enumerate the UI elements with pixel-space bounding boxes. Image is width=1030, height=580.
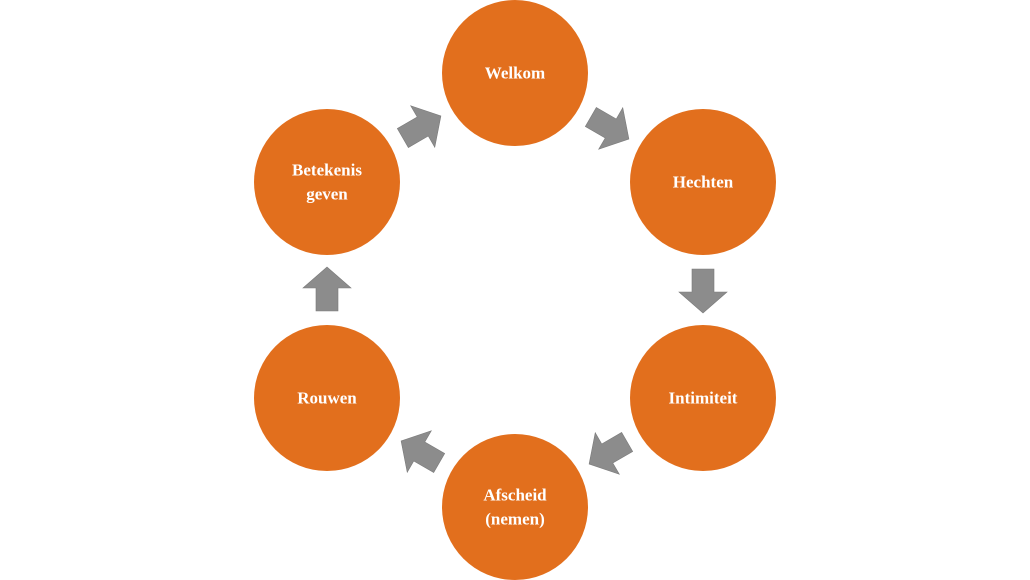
flow-arrow-hechten-to-intimiteit	[678, 268, 728, 314]
node-welkom: Welkom	[442, 0, 588, 146]
node-label: geven	[306, 185, 348, 204]
node-rouwen: Rouwen	[254, 325, 400, 471]
node-hechten: Hechten	[630, 109, 776, 255]
flow-arrow-rouwen-to-betekenis	[302, 266, 352, 312]
node-circle	[630, 109, 776, 255]
node-betekenis: Betekenis geven	[254, 109, 400, 255]
arrow-icon	[584, 106, 630, 150]
flow-arrow-welkom-to-hechten	[584, 106, 630, 150]
flow-arrow-intimiteit-to-afscheid	[588, 431, 634, 475]
node-circle	[630, 325, 776, 471]
flow-arrow-betekenis-to-welkom	[396, 105, 442, 149]
node-label: Hechten	[673, 173, 734, 192]
node-circle	[442, 0, 588, 146]
flow-arrow-afscheid-to-rouwen	[400, 430, 446, 474]
node-afscheid: Afscheid (nemen)	[442, 434, 588, 580]
node-label: (nemen)	[485, 510, 544, 529]
node-label: Afscheid	[483, 486, 547, 505]
node-circle	[442, 434, 588, 580]
node-label: Betekenis	[292, 161, 362, 180]
node-intimiteit: Intimiteit	[630, 325, 776, 471]
arrow-icon	[400, 430, 446, 474]
arrow-icon	[588, 431, 634, 475]
arrow-icon	[302, 266, 352, 312]
arrows-layer	[302, 105, 728, 475]
node-circle	[254, 325, 400, 471]
node-circle	[254, 109, 400, 255]
node-label: Intimiteit	[669, 389, 738, 408]
arrow-icon	[396, 105, 442, 149]
node-label: Rouwen	[297, 389, 357, 408]
arrow-icon	[678, 268, 728, 314]
node-label: Welkom	[485, 64, 545, 83]
